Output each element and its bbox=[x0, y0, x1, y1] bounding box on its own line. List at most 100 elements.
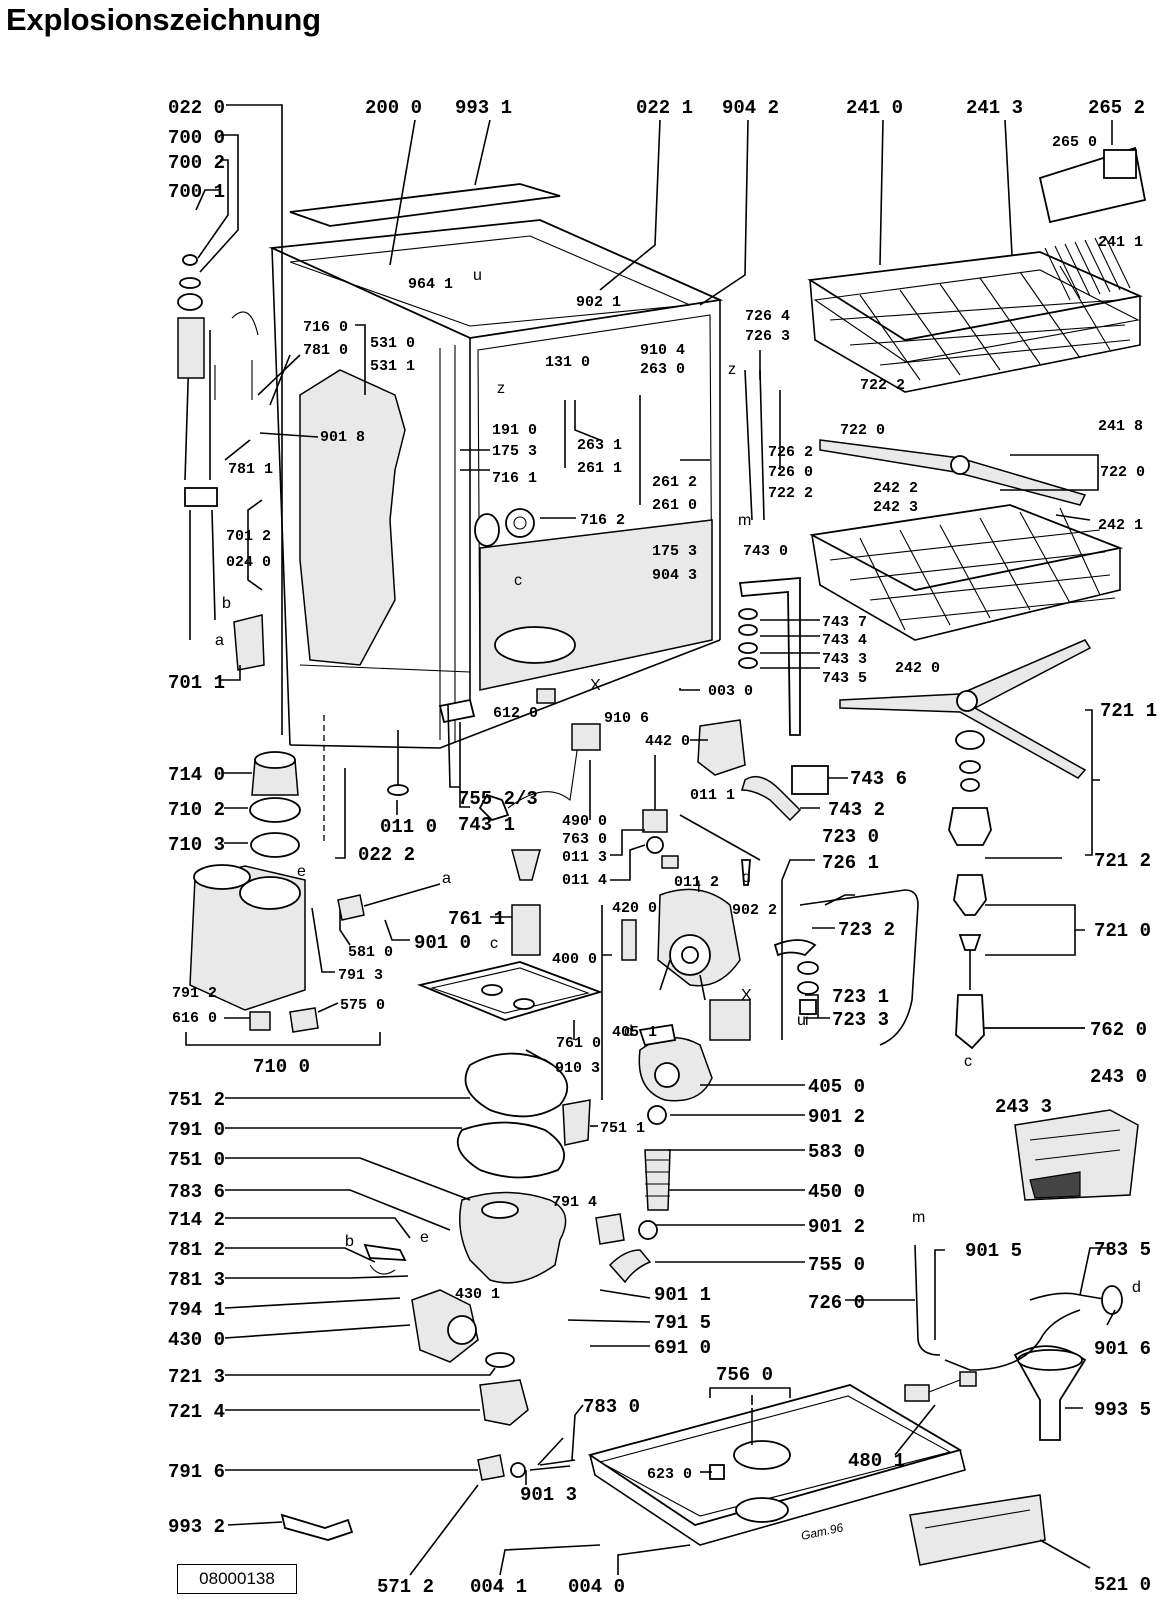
callout-label: 011 2 bbox=[674, 874, 719, 891]
callout-label: 743 1 bbox=[458, 814, 515, 836]
callout-label: 902 1 bbox=[576, 294, 621, 311]
callout-label: 783 6 bbox=[168, 1181, 225, 1203]
callout-label: 904 2 bbox=[722, 97, 779, 119]
callout-label: 902 2 bbox=[732, 902, 777, 919]
callout-label: 011 1 bbox=[690, 787, 735, 804]
salt-funnel bbox=[1013, 1345, 1087, 1441]
callout-label: 904 3 bbox=[652, 567, 697, 584]
callout-label: 781 3 bbox=[168, 1269, 225, 1291]
dispenser-housing bbox=[697, 719, 746, 776]
callout-label: 131 0 bbox=[545, 354, 590, 371]
interference-filter bbox=[571, 723, 601, 751]
callout-label: 716 0 bbox=[303, 319, 348, 336]
upper-spray-arm bbox=[819, 439, 1087, 506]
callout-label: 781 1 bbox=[228, 461, 273, 478]
circulation-pump-motor bbox=[621, 888, 751, 1041]
salt-container-ring bbox=[249, 797, 301, 823]
callout-label: 751 2 bbox=[168, 1089, 225, 1111]
callout-label: 743 6 bbox=[850, 768, 907, 790]
callout-label: 265 2 bbox=[1088, 97, 1145, 119]
ref-letter: a bbox=[442, 870, 451, 887]
callout-label: 011 3 bbox=[562, 849, 607, 866]
ref-letter: e bbox=[420, 1229, 429, 1246]
ref-letter: d bbox=[742, 869, 751, 886]
ref-letter: m bbox=[912, 1209, 925, 1226]
vent-wheel bbox=[505, 508, 535, 538]
callout-label: 714 2 bbox=[168, 1209, 225, 1231]
ref-letter: X bbox=[590, 677, 601, 694]
water-channel-bracket bbox=[738, 577, 801, 736]
callout-label: 723 0 bbox=[822, 826, 879, 848]
switch-612 bbox=[536, 688, 556, 704]
callout-label: 756 0 bbox=[716, 1364, 773, 1386]
callout-labels: 022 0 700 0 700 2 700 1 200 0 993 1 022 … bbox=[168, 97, 1157, 1598]
sieve-plate bbox=[417, 961, 603, 1021]
callout-label: 263 0 bbox=[640, 361, 685, 378]
callout-label: 430 1 bbox=[455, 1286, 500, 1303]
callout-label: 714 0 bbox=[168, 764, 225, 786]
callout-label: 726 4 bbox=[745, 308, 790, 325]
hose-726-1 bbox=[799, 889, 919, 1046]
bent-tube bbox=[914, 1244, 941, 1356]
callout-label: 791 3 bbox=[338, 967, 383, 984]
callout-label: 791 6 bbox=[168, 1461, 225, 1483]
callout-label: 701 1 bbox=[168, 672, 225, 694]
ref-letter: a bbox=[215, 632, 224, 649]
callout-label: 722 2 bbox=[860, 377, 905, 394]
mains-plug bbox=[478, 793, 510, 822]
callout-label: 993 2 bbox=[168, 1516, 225, 1538]
callout-label: 964 1 bbox=[408, 276, 453, 293]
callout-label: 901 5 bbox=[965, 1240, 1022, 1262]
callout-label: 726 1 bbox=[822, 852, 879, 874]
callout-label: 490 0 bbox=[562, 813, 607, 830]
drain-hose-701 bbox=[184, 319, 216, 640]
wrench bbox=[280, 1513, 354, 1541]
callout-label: 743 5 bbox=[822, 670, 867, 687]
callout-label: 901 8 bbox=[320, 429, 365, 446]
reference-letters: u z z m c b a e a X c d d e b X c u i m … bbox=[215, 267, 1141, 1296]
callout-label: 200 0 bbox=[365, 97, 422, 119]
callout-label: 575 0 bbox=[340, 997, 385, 1014]
callout-label: 175 3 bbox=[652, 543, 697, 560]
ref-letter: z bbox=[497, 380, 505, 397]
seal-ring bbox=[474, 513, 500, 547]
callout-label: 531 1 bbox=[370, 358, 415, 375]
callout-label: 761 0 bbox=[556, 1035, 601, 1052]
callout-label: 721 1 bbox=[1100, 700, 1157, 722]
callout-label: 751 0 bbox=[168, 1149, 225, 1171]
callout-label: 993 1 bbox=[455, 97, 512, 119]
callout-label: 726 2 bbox=[768, 444, 813, 461]
ref-letter: m bbox=[738, 512, 751, 529]
callout-label: 242 0 bbox=[895, 660, 940, 677]
callout-label: 531 0 bbox=[370, 335, 415, 352]
callout-label: 261 0 bbox=[652, 497, 697, 514]
spray-tube bbox=[744, 369, 765, 521]
callout-label: 583 0 bbox=[808, 1141, 865, 1163]
callout-label: 755 2/3 bbox=[458, 788, 538, 810]
sump-gasket bbox=[456, 1121, 566, 1179]
callout-label: 004 1 bbox=[470, 1576, 527, 1598]
callout-label: 716 1 bbox=[492, 470, 537, 487]
callout-label: 910 4 bbox=[640, 342, 685, 359]
callout-label: 993 5 bbox=[1094, 1399, 1151, 1421]
top-plate bbox=[289, 183, 561, 227]
callout-label: 400 0 bbox=[552, 951, 597, 968]
ref-letter: X bbox=[741, 987, 752, 1004]
ref-letter: b bbox=[345, 1233, 354, 1250]
callout-label: 243 3 bbox=[995, 1096, 1052, 1118]
callout-label: 901 3 bbox=[520, 1484, 577, 1506]
callout-label: 420 0 bbox=[612, 900, 657, 917]
callout-label: 743 3 bbox=[822, 651, 867, 668]
callout-label: 243 0 bbox=[1090, 1066, 1147, 1088]
callout-label: 751 1 bbox=[600, 1120, 645, 1137]
callout-label: 581 0 bbox=[348, 944, 393, 961]
callout-label: 405 0 bbox=[808, 1076, 865, 1098]
callout-label: 910 3 bbox=[555, 1060, 600, 1077]
callout-label: 700 0 bbox=[168, 127, 225, 149]
callout-label: 743 4 bbox=[822, 632, 867, 649]
callout-label: 521 0 bbox=[1094, 1574, 1151, 1596]
part-sketches bbox=[177, 146, 1147, 1566]
callout-label: 242 2 bbox=[873, 480, 918, 497]
leader-lines bbox=[185, 104, 1116, 1576]
callout-label: 612 0 bbox=[493, 705, 538, 722]
